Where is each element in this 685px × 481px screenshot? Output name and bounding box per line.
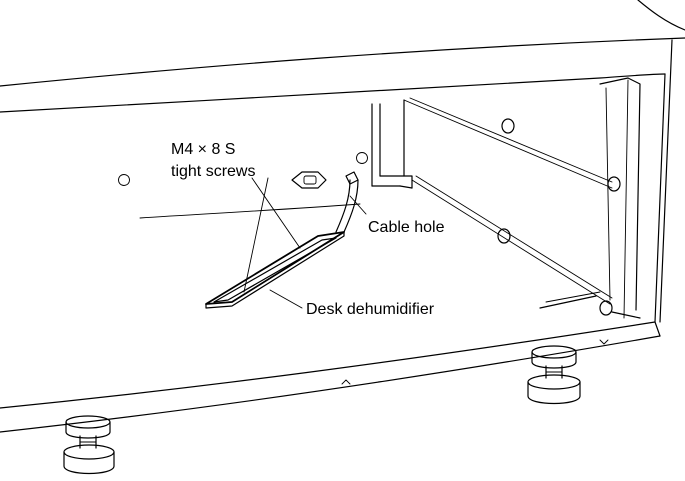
cabinet-opening <box>371 77 641 319</box>
leveling-foot-left <box>63 415 115 475</box>
desk-dehumidifier-label: Desk dehumidifier <box>306 301 435 318</box>
screws-label-line1: M4 × 8 S <box>171 141 235 158</box>
desk-dehumidifier <box>205 231 345 309</box>
cable-clip <box>291 171 327 189</box>
cable <box>335 171 359 233</box>
cable-hole-label: Cable hole <box>368 219 445 236</box>
leveling-foot-right <box>527 345 581 405</box>
leader-lines <box>243 177 367 309</box>
cabinet-top <box>0 0 685 87</box>
mounting-holes <box>118 118 621 316</box>
screws-label-line2: tight screws <box>171 163 255 180</box>
